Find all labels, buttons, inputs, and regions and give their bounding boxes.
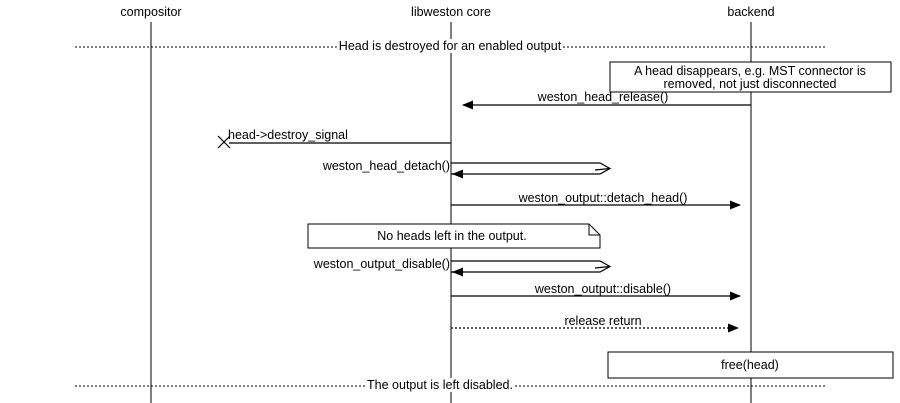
message-label-weston-head-release: weston_head_release() bbox=[537, 90, 669, 104]
message-label-head-destroy-signal: head->destroy_signal bbox=[228, 128, 348, 142]
message-weston-output-disable-call-loop bbox=[451, 260, 612, 277]
separator-label-top: Head is destroyed for an enabled output bbox=[336, 39, 564, 53]
message-head-destroy-signal-line bbox=[217, 135, 451, 149]
message-label-weston-output-disable-call: weston_output_disable() bbox=[313, 257, 450, 271]
message-label-release-return: release return bbox=[564, 314, 642, 328]
participant-label-compositor[interactable]: compositor bbox=[120, 5, 182, 19]
separator-label-bottom: The output is left disabled. bbox=[365, 378, 515, 392]
note-mst-box bbox=[609, 61, 892, 93]
note-no-heads-text: No heads left in the output. bbox=[377, 229, 527, 243]
participant-label-backend[interactable]: backend bbox=[727, 5, 775, 19]
message-label-weston-output-disable: weston_output::disable() bbox=[534, 282, 672, 296]
note-mst-line-1: A head disappears, e.g. MST connector is bbox=[634, 64, 866, 78]
participant-label-libweston-core[interactable]: libweston core bbox=[411, 5, 491, 19]
note-free-head-box bbox=[607, 351, 894, 379]
message-weston-head-detach-loop bbox=[451, 162, 612, 179]
note-mst-line-2: removed, not just disconnected bbox=[663, 77, 837, 91]
note-free-head-text: free(head) bbox=[721, 358, 779, 372]
message-label-weston-head-detach: weston_head_detach() bbox=[322, 159, 450, 173]
note-no-heads-box bbox=[307, 223, 601, 249]
message-label-weston-output-detach-head: weston_output::detach_head() bbox=[518, 191, 688, 205]
